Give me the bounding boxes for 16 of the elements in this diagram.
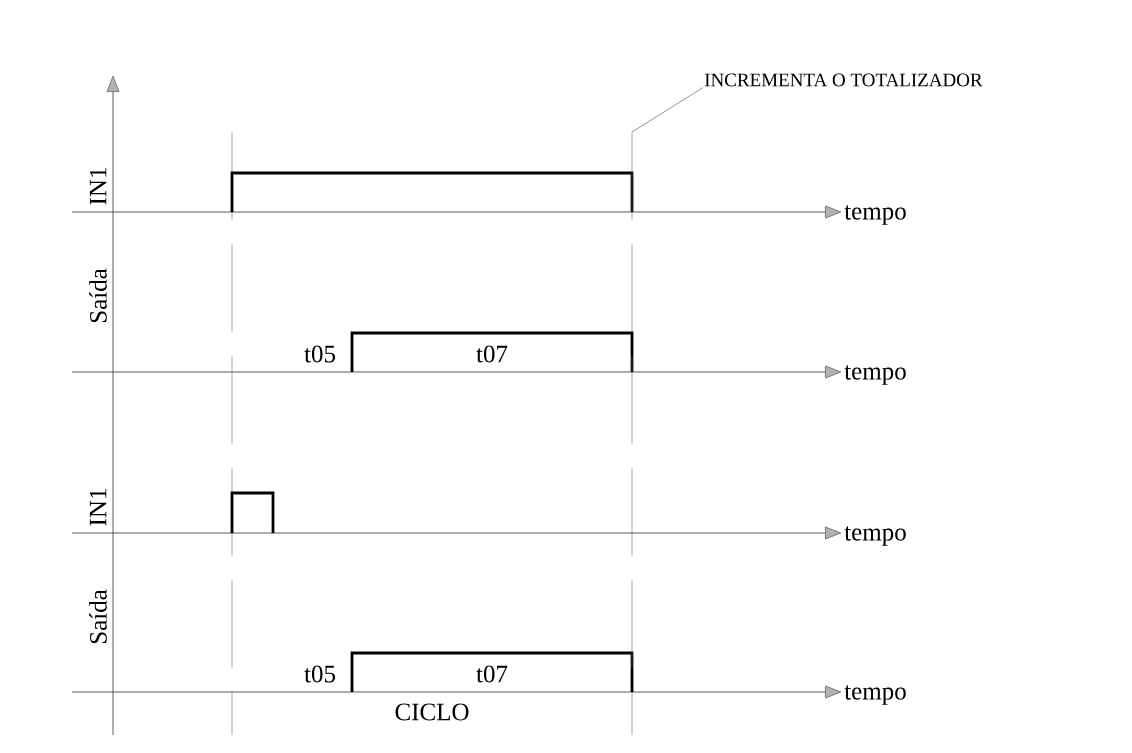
time-label: CICLO xyxy=(395,703,469,721)
axis-label: Saída xyxy=(89,589,107,644)
time-label: t07 xyxy=(476,345,508,363)
axis-label: IN1 xyxy=(89,168,107,205)
guide-line xyxy=(631,131,633,736)
time-label: t05 xyxy=(304,665,335,683)
axis-label: tempo xyxy=(844,205,906,225)
axis-label: tempo xyxy=(844,526,906,546)
axis-label: tempo xyxy=(844,685,906,705)
callout-text: INCREMENTA O TOTALIZADOR xyxy=(704,73,983,87)
axis-label: tempo xyxy=(844,365,906,385)
time-label: t05 xyxy=(304,345,335,363)
axis-label: Saída xyxy=(89,268,107,323)
axis-label: IN1 xyxy=(89,489,107,526)
leader-line xyxy=(631,87,704,133)
time-label: t07 xyxy=(476,665,508,683)
